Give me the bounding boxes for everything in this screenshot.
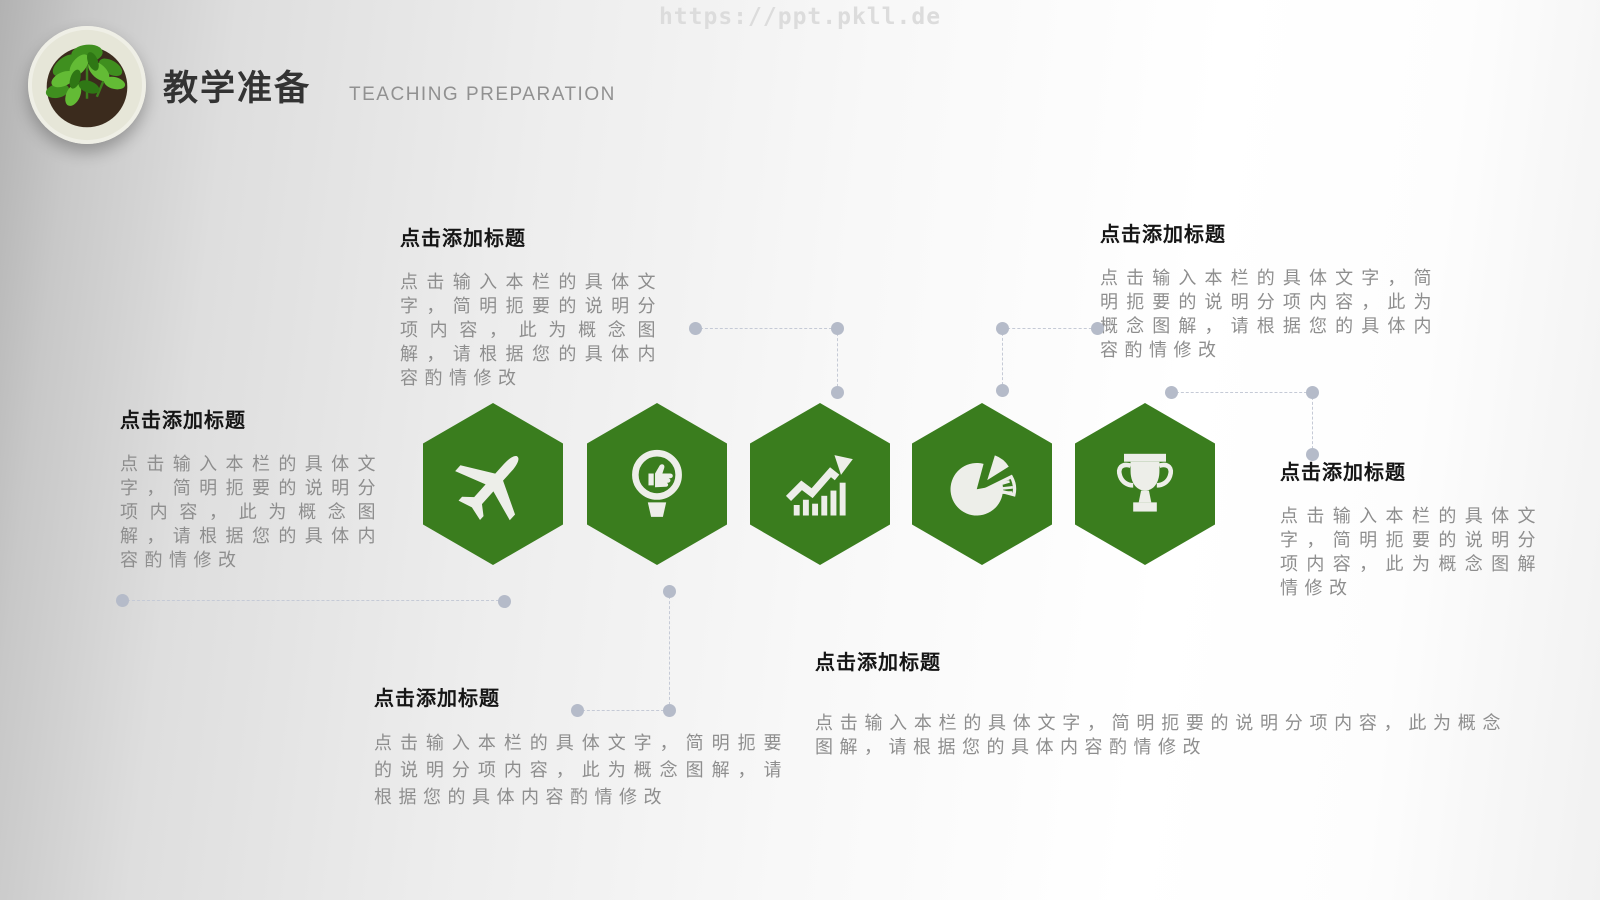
airplane-icon [455, 456, 519, 521]
block-title[interactable]: 点击添加标题 [374, 688, 500, 710]
block-title[interactable]: 点击添加标题 [815, 652, 941, 674]
text-block-bottom-middle[interactable]: 点击添加标题 点击输入本栏的具体文字，简明扼要的说明分项内容，此为概念图解，请根… [815, 646, 1507, 759]
block-body[interactable]: 点击输入本栏的具体文字，简明扼要的说明分项内容，此为概念图解情修改 [1280, 506, 1542, 598]
block-body[interactable]: 点击输入本栏的具体文字，简明扼要的说明分项内容，此为概念图解，请根据您的具体内容… [815, 713, 1507, 757]
block-title[interactable]: 点击添加标题 [400, 228, 526, 250]
text-block-left[interactable]: 点击添加标题 点击输入本栏的具体文字，简明扼要的说明分项内容，此为概念图解，请根… [120, 404, 382, 572]
connector-line [1171, 392, 1312, 393]
hexagon-step-2[interactable] [587, 403, 727, 565]
block-body[interactable]: 点击输入本栏的具体文字，简明扼要的说明分项内容，此为概念图解，请根据您的具体内容… [120, 454, 382, 570]
block-title[interactable]: 点击添加标题 [120, 410, 246, 432]
text-block-bottom-left[interactable]: 点击添加标题 点击输入本栏的具体文字，简明扼要的说明分项内容，此为概念图解，请根… [374, 682, 788, 811]
connector-dot [497, 594, 511, 608]
connector-dot [1164, 385, 1178, 399]
connector-dot [570, 703, 584, 717]
hexagon-step-3[interactable] [750, 403, 890, 565]
connector-line [122, 600, 504, 601]
connector-dot [662, 584, 676, 598]
trophy-icon [1117, 453, 1173, 512]
connector-dot [688, 321, 702, 335]
connector-dot [1090, 321, 1104, 335]
potted-plant-image [28, 26, 146, 144]
page-subtitle: TEACHING PREPARATION [349, 84, 616, 105]
block-body[interactable]: 点击输入本栏的具体文字，简明扼要的说明分项内容，此为概念图解，请根据您的具体内容… [374, 733, 788, 807]
connector-line [695, 328, 837, 329]
connector-dot [830, 385, 844, 399]
connector-dot [995, 383, 1009, 397]
page-header: 教学准备 TEACHING PREPARATION [163, 60, 616, 111]
connector-line [1002, 328, 1097, 329]
block-title[interactable]: 点击添加标题 [1100, 224, 1226, 246]
connector-dot [1305, 385, 1319, 399]
connector-line [669, 591, 670, 710]
connector-line [1312, 392, 1313, 454]
connector-dot [662, 703, 676, 717]
lightbulb-thumbs-up-icon [632, 449, 682, 517]
block-body[interactable]: 点击输入本栏的具体文字，简明扼要的说明分项内容，此为概念图解，请根据您的具体内容… [1100, 268, 1438, 360]
connector-line [1002, 328, 1003, 390]
connector-line [577, 710, 669, 711]
text-block-top-right[interactable]: 点击添加标题 点击输入本栏的具体文字，简明扼要的说明分项内容，此为概念图解，请根… [1100, 218, 1438, 362]
hexagon-step-4[interactable] [912, 403, 1052, 565]
text-block-top-middle[interactable]: 点击添加标题 点击输入本栏的具体文字，简明扼要的说明分项内容，此为概念图解，请根… [400, 222, 662, 390]
pie-chart-icon [950, 455, 1017, 516]
hexagon-step-1[interactable] [423, 403, 563, 565]
hexagon-step-5[interactable] [1075, 403, 1215, 565]
plant-photo [28, 26, 146, 144]
connector-line [837, 328, 838, 392]
connector-dot [830, 321, 844, 335]
watermark-url: https://ppt.pkll.de [658, 4, 942, 30]
connector-dot [115, 593, 129, 607]
block-title[interactable]: 点击添加标题 [1280, 462, 1406, 484]
page-title: 教学准备 [163, 69, 312, 108]
growth-chart-icon [785, 455, 853, 516]
connector-dot [1305, 447, 1319, 461]
text-block-right[interactable]: 点击添加标题 点击输入本栏的具体文字，简明扼要的说明分项内容，此为概念图解情修改 [1280, 456, 1542, 600]
connector-dot [995, 321, 1009, 335]
block-body[interactable]: 点击输入本栏的具体文字，简明扼要的说明分项内容，此为概念图解，请根据您的具体内容… [400, 272, 662, 388]
